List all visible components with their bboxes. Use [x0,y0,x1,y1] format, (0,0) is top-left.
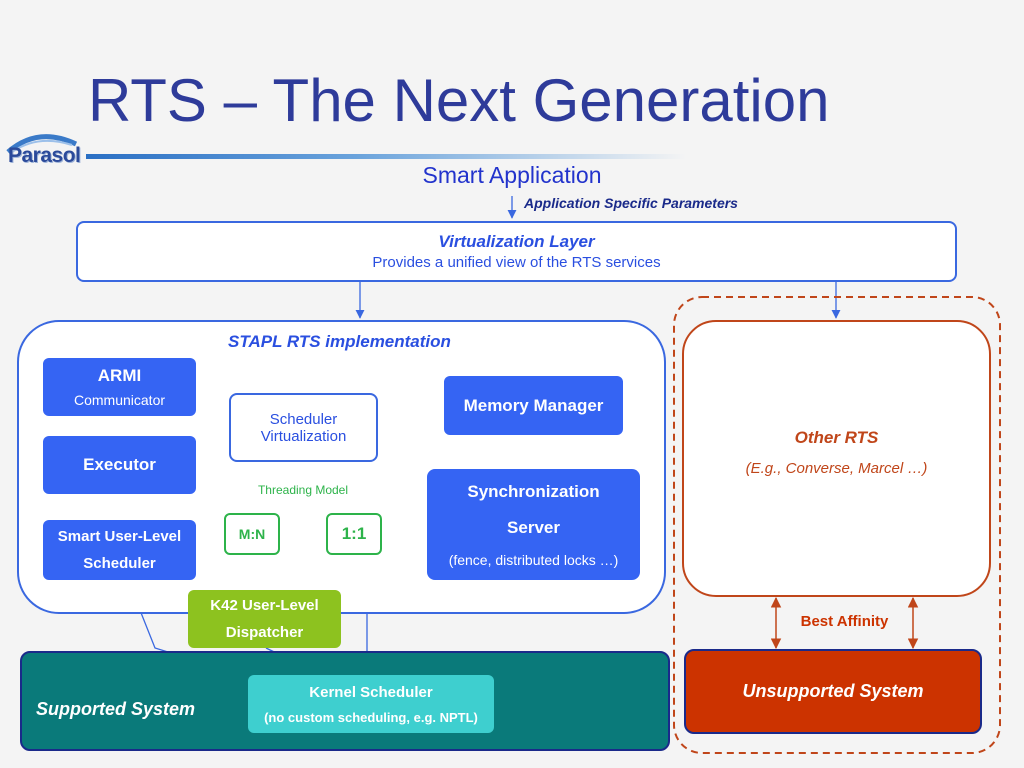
other-rts-title: Other RTS [794,428,879,447]
scheduler-virt-line2: Virtualization [260,427,347,445]
executor-box: Executor [43,436,196,494]
executor-label: Executor [83,455,156,474]
k42-dispatcher-box: K42 User-Level Dispatcher [188,590,341,648]
other-rts-subtitle: (E.g., Converse, Marcel …) [745,460,928,477]
virtualization-layer-box: Virtualization Layer Provides a unified … [76,221,957,282]
one-one-label: 1:1 [341,524,367,543]
k42-line1: K42 User-Level [210,597,319,614]
scheduler-virtualization-box: Scheduler Virtualization [229,393,378,462]
armi-title: ARMI [97,366,142,385]
smart-scheduler-line2: Scheduler [83,555,156,572]
unsupported-system-box: Unsupported System [684,649,982,734]
sync-server-line3: (fence, distributed locks …) [448,551,619,568]
smart-scheduler-line1: Smart User-Level [57,528,182,545]
supported-system-label: Supported System [36,699,196,719]
stapl-title: STAPL RTS implementation [228,332,451,351]
armi-subtitle: Communicator [73,392,166,408]
virtualization-subtitle: Provides a unified view of the RTS servi… [372,254,661,271]
sync-server-box: Synchronization Server (fence, distribut… [427,469,640,580]
sync-server-line2: Server [507,517,560,537]
best-affinity-label: Best Affinity [800,613,889,630]
logo-swoosh-icon [6,134,78,154]
other-rts-box: Other RTS (E.g., Converse, Marcel …) [682,320,991,597]
sync-server-line1: Synchronization [467,481,600,501]
kernel-scheduler-title: Kernel Scheduler [309,683,433,701]
scheduler-virt-line1: Scheduler [269,410,338,428]
mn-box: M:N [224,513,280,555]
parasol-logo [4,132,80,172]
threading-model-label: Threading Model [257,483,349,497]
kernel-scheduler-subtitle: (no custom scheduling, e.g. NPTL) [264,709,478,725]
one-one-box: 1:1 [326,513,382,555]
armi-box: ARMI Communicator [43,358,196,416]
other-rts-dashed-border [673,296,1001,754]
memory-manager-label: Memory Manager [463,395,604,415]
page-title: RTS – The Next Generation [88,67,830,134]
memory-manager-box: Memory Manager [444,376,623,435]
title-underline [86,154,686,159]
logo-text: Parasol [8,144,81,167]
kernel-scheduler-box: Kernel Scheduler (no custom scheduling, … [248,675,494,733]
k42-line2: Dispatcher [225,624,304,641]
smart-scheduler-box: Smart User-Level Scheduler [43,520,196,580]
unsupported-system-label: Unsupported System [742,681,924,701]
app-params-label: Application Specific Parameters [524,195,738,211]
virtualization-title: Virtualization Layer [438,232,595,251]
smart-application-label: Smart Application [422,162,602,188]
mn-label: M:N [238,526,266,542]
